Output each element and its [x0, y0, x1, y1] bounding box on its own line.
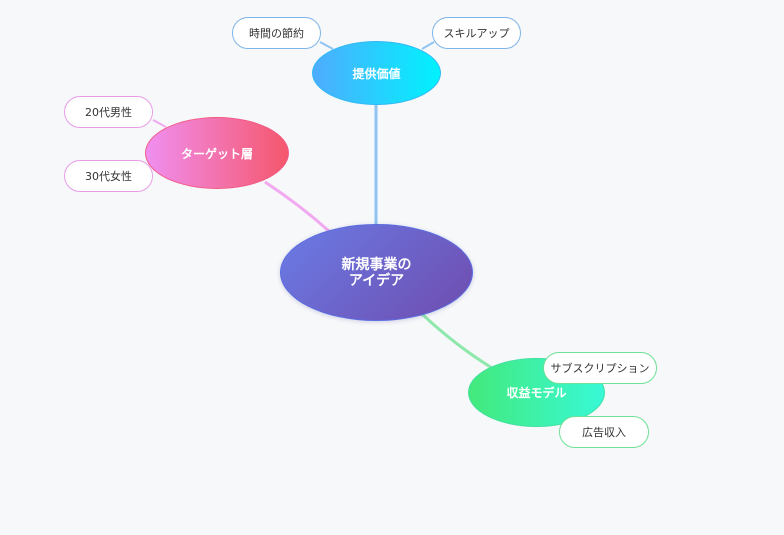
link-target-male	[152, 119, 167, 128]
leaf-label: 時間の節約	[249, 27, 304, 40]
link-center-revenue	[420, 312, 493, 370]
central-topic-label: 新規事業の アイデア	[341, 256, 412, 289]
leaf-label: 30代女性	[85, 170, 132, 183]
leaf-node-subscription[interactable]: サブスクリプション	[543, 352, 657, 384]
link-value-skill	[421, 41, 435, 50]
branch-node-value[interactable]: 提供価値	[312, 41, 441, 105]
leaf-label: スキルアップ	[443, 27, 510, 40]
leaf-node-time-saving[interactable]: 時間の節約	[232, 17, 321, 49]
link-center-target	[264, 180, 332, 234]
leaf-label: 広告収入	[582, 426, 626, 439]
branch-label-target: ターゲット層	[180, 146, 253, 161]
link-value-time	[319, 41, 334, 50]
branch-label-revenue: 収益モデル	[506, 386, 567, 400]
leaf-node-30s-female[interactable]: 30代女性	[64, 160, 153, 192]
leaf-node-ad-revenue[interactable]: 広告収入	[559, 416, 649, 448]
branch-node-target[interactable]: ターゲット層	[145, 117, 289, 189]
leaf-label: サブスクリプション	[550, 362, 650, 375]
central-topic-node[interactable]: 新規事業の アイデア	[280, 224, 473, 321]
leaf-label: 20代男性	[85, 106, 132, 119]
leaf-node-skill-up[interactable]: スキルアップ	[432, 17, 521, 49]
leaf-node-20s-male[interactable]: 20代男性	[64, 96, 153, 128]
branch-label-value: 提供価値	[352, 66, 401, 81]
